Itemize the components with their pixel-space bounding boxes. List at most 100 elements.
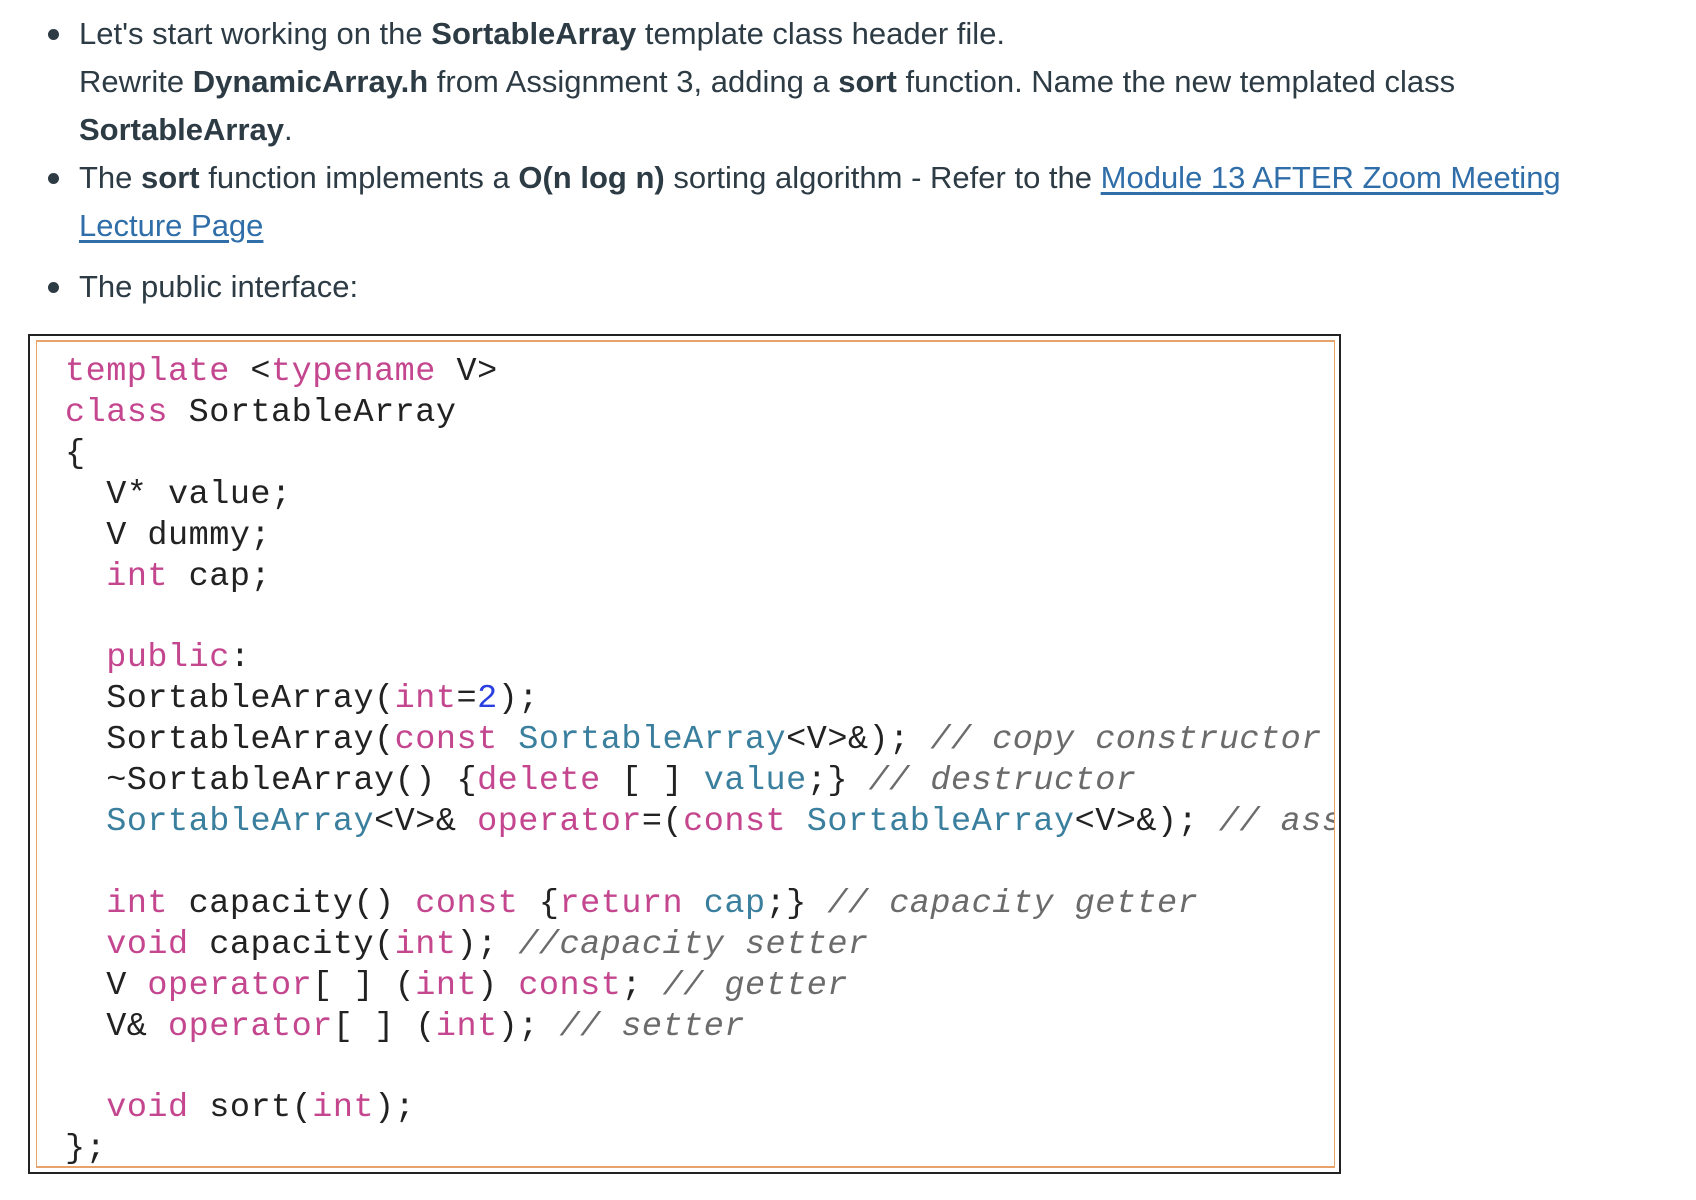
bullet-1-line-2: Rewrite DynamicArray.h from Assignment 3… bbox=[79, 58, 1696, 106]
code-text: V* value; bbox=[65, 475, 292, 514]
module-13-lecture-link[interactable]: Module 13 AFTER Zoom Meeting bbox=[1100, 160, 1561, 195]
type-name: cap bbox=[703, 884, 766, 923]
code-text: ;} bbox=[806, 762, 869, 801]
code-text: ); bbox=[456, 925, 519, 964]
bullet-item-sort-algorithm: The sort function implements a O(n log n… bbox=[0, 154, 1696, 250]
code-comment: // destructor bbox=[868, 762, 1137, 801]
keyword: int bbox=[394, 680, 457, 719]
keyword: operator bbox=[477, 802, 642, 841]
code-text: ~SortableArray() { bbox=[65, 762, 478, 801]
keyword: operator bbox=[147, 966, 313, 1005]
keyword: class bbox=[65, 393, 169, 432]
code-text: : bbox=[229, 639, 251, 678]
bullet-1-line-1: Let's start working on the SortableArray… bbox=[79, 10, 1696, 58]
code-text: ) bbox=[477, 966, 519, 1005]
code-text: V> bbox=[435, 353, 498, 391]
code-line: int capacity() const {return cap;} // ca… bbox=[65, 885, 1198, 923]
code-text: SortableArray( bbox=[65, 721, 395, 760]
code-line: void capacity(int); //capacity setter bbox=[65, 926, 869, 964]
sort-bold: sort bbox=[141, 160, 200, 195]
keyword: const bbox=[683, 802, 787, 841]
type-name: SortableArray bbox=[806, 802, 1075, 841]
code-panel: template <typename V> class SortableArra… bbox=[28, 334, 1341, 1174]
text: . bbox=[284, 112, 293, 147]
code-line: int cap; bbox=[65, 558, 271, 596]
bullet-2-line-1: The sort function implements a O(n log n… bbox=[79, 154, 1696, 202]
bullet-dot bbox=[48, 29, 59, 40]
code-text: }; bbox=[65, 1130, 107, 1168]
code-line: V& operator[ ] (int); // setter bbox=[65, 1008, 745, 1046]
code-comment: // getter bbox=[662, 966, 848, 1005]
code-text: capacity() bbox=[168, 884, 416, 923]
code-line: V* value; bbox=[65, 476, 292, 514]
bullet-dot bbox=[48, 173, 59, 184]
code-text bbox=[683, 885, 704, 923]
keyword: int bbox=[435, 1007, 498, 1046]
keyword: typename bbox=[271, 353, 436, 391]
module-13-lecture-link-continued[interactable]: Lecture Page bbox=[79, 208, 264, 243]
code-text: ; bbox=[621, 966, 663, 1005]
code-text: SortableArray bbox=[168, 393, 457, 432]
text: function implements a bbox=[199, 160, 519, 195]
class-name-bold: SortableArray bbox=[431, 16, 637, 51]
text: from Assignment 3, adding a bbox=[428, 64, 839, 99]
keyword: public bbox=[106, 639, 230, 678]
code-text: { bbox=[518, 884, 560, 923]
bullet-item-public-interface: The public interface: bbox=[0, 263, 1696, 311]
code-line: SortableArray(int=2); bbox=[65, 680, 539, 718]
bullet-dot bbox=[48, 282, 59, 293]
code-line: ~SortableArray() {delete [ ] value;} // … bbox=[65, 762, 1136, 800]
code-comment: // copy constructor bbox=[930, 721, 1322, 760]
text: The bbox=[79, 160, 142, 195]
code-text: [ ] bbox=[600, 762, 704, 801]
keyword: int bbox=[312, 1089, 375, 1128]
code-line: public: bbox=[65, 639, 250, 677]
keyword: int bbox=[106, 557, 169, 596]
keyword: int bbox=[106, 884, 169, 923]
code-text: ); bbox=[497, 1007, 560, 1046]
code-text: <V>& bbox=[374, 802, 478, 841]
code-text bbox=[498, 721, 519, 759]
code-text: < bbox=[229, 353, 272, 391]
code-text: <V>&); bbox=[1074, 802, 1219, 841]
code-text: cap; bbox=[168, 557, 272, 596]
number-literal: 2 bbox=[477, 680, 498, 719]
text: Rewrite bbox=[79, 64, 193, 99]
keyword: operator bbox=[168, 1007, 333, 1046]
type-name: value bbox=[703, 762, 807, 801]
code-panel-inner: template <typename V> class SortableArra… bbox=[36, 340, 1335, 1168]
text: sorting algorithm - Refer to the bbox=[664, 160, 1101, 195]
code-line: SortableArray(const SortableArray<V>&); … bbox=[65, 721, 1322, 759]
code-text: capacity( bbox=[188, 925, 395, 964]
code-comment: // capacity getter bbox=[827, 884, 1199, 923]
keyword: int bbox=[394, 925, 457, 964]
code-text: [ ] ( bbox=[332, 1007, 436, 1046]
complexity-bold: O(n log n) bbox=[518, 160, 665, 195]
text: The public interface: bbox=[79, 269, 359, 304]
code-text: =( bbox=[641, 802, 684, 841]
code-text: V& bbox=[65, 1007, 169, 1046]
keyword: const bbox=[394, 721, 498, 760]
code-text: ;} bbox=[765, 884, 828, 923]
code-text: V bbox=[65, 966, 148, 1005]
keyword: void bbox=[106, 925, 189, 964]
keyword: delete bbox=[477, 762, 601, 801]
code-comment: //capacity setter bbox=[518, 925, 869, 964]
text: function. Name the new templated class bbox=[896, 64, 1456, 99]
text: template class header file. bbox=[636, 16, 1006, 51]
keyword: const bbox=[415, 884, 519, 923]
bullet-3-line-1: The public interface: bbox=[79, 263, 1696, 311]
keyword: template bbox=[65, 353, 230, 391]
code-line: V operator[ ] (int) const; // getter bbox=[65, 967, 848, 1005]
code-line: void sort(int); bbox=[65, 1089, 415, 1127]
keyword: void bbox=[106, 1089, 189, 1128]
code-text: [ ] ( bbox=[312, 966, 416, 1005]
code-comment: // setter bbox=[559, 1007, 745, 1046]
code-text: { bbox=[65, 434, 86, 473]
code-text: <V>&); bbox=[786, 721, 931, 760]
code-text: V dummy; bbox=[65, 516, 272, 555]
code-text: = bbox=[456, 680, 478, 719]
keyword: return bbox=[559, 884, 684, 923]
bullet-1-line-3: SortableArray. bbox=[79, 106, 1696, 154]
sort-bold: sort bbox=[838, 64, 897, 99]
